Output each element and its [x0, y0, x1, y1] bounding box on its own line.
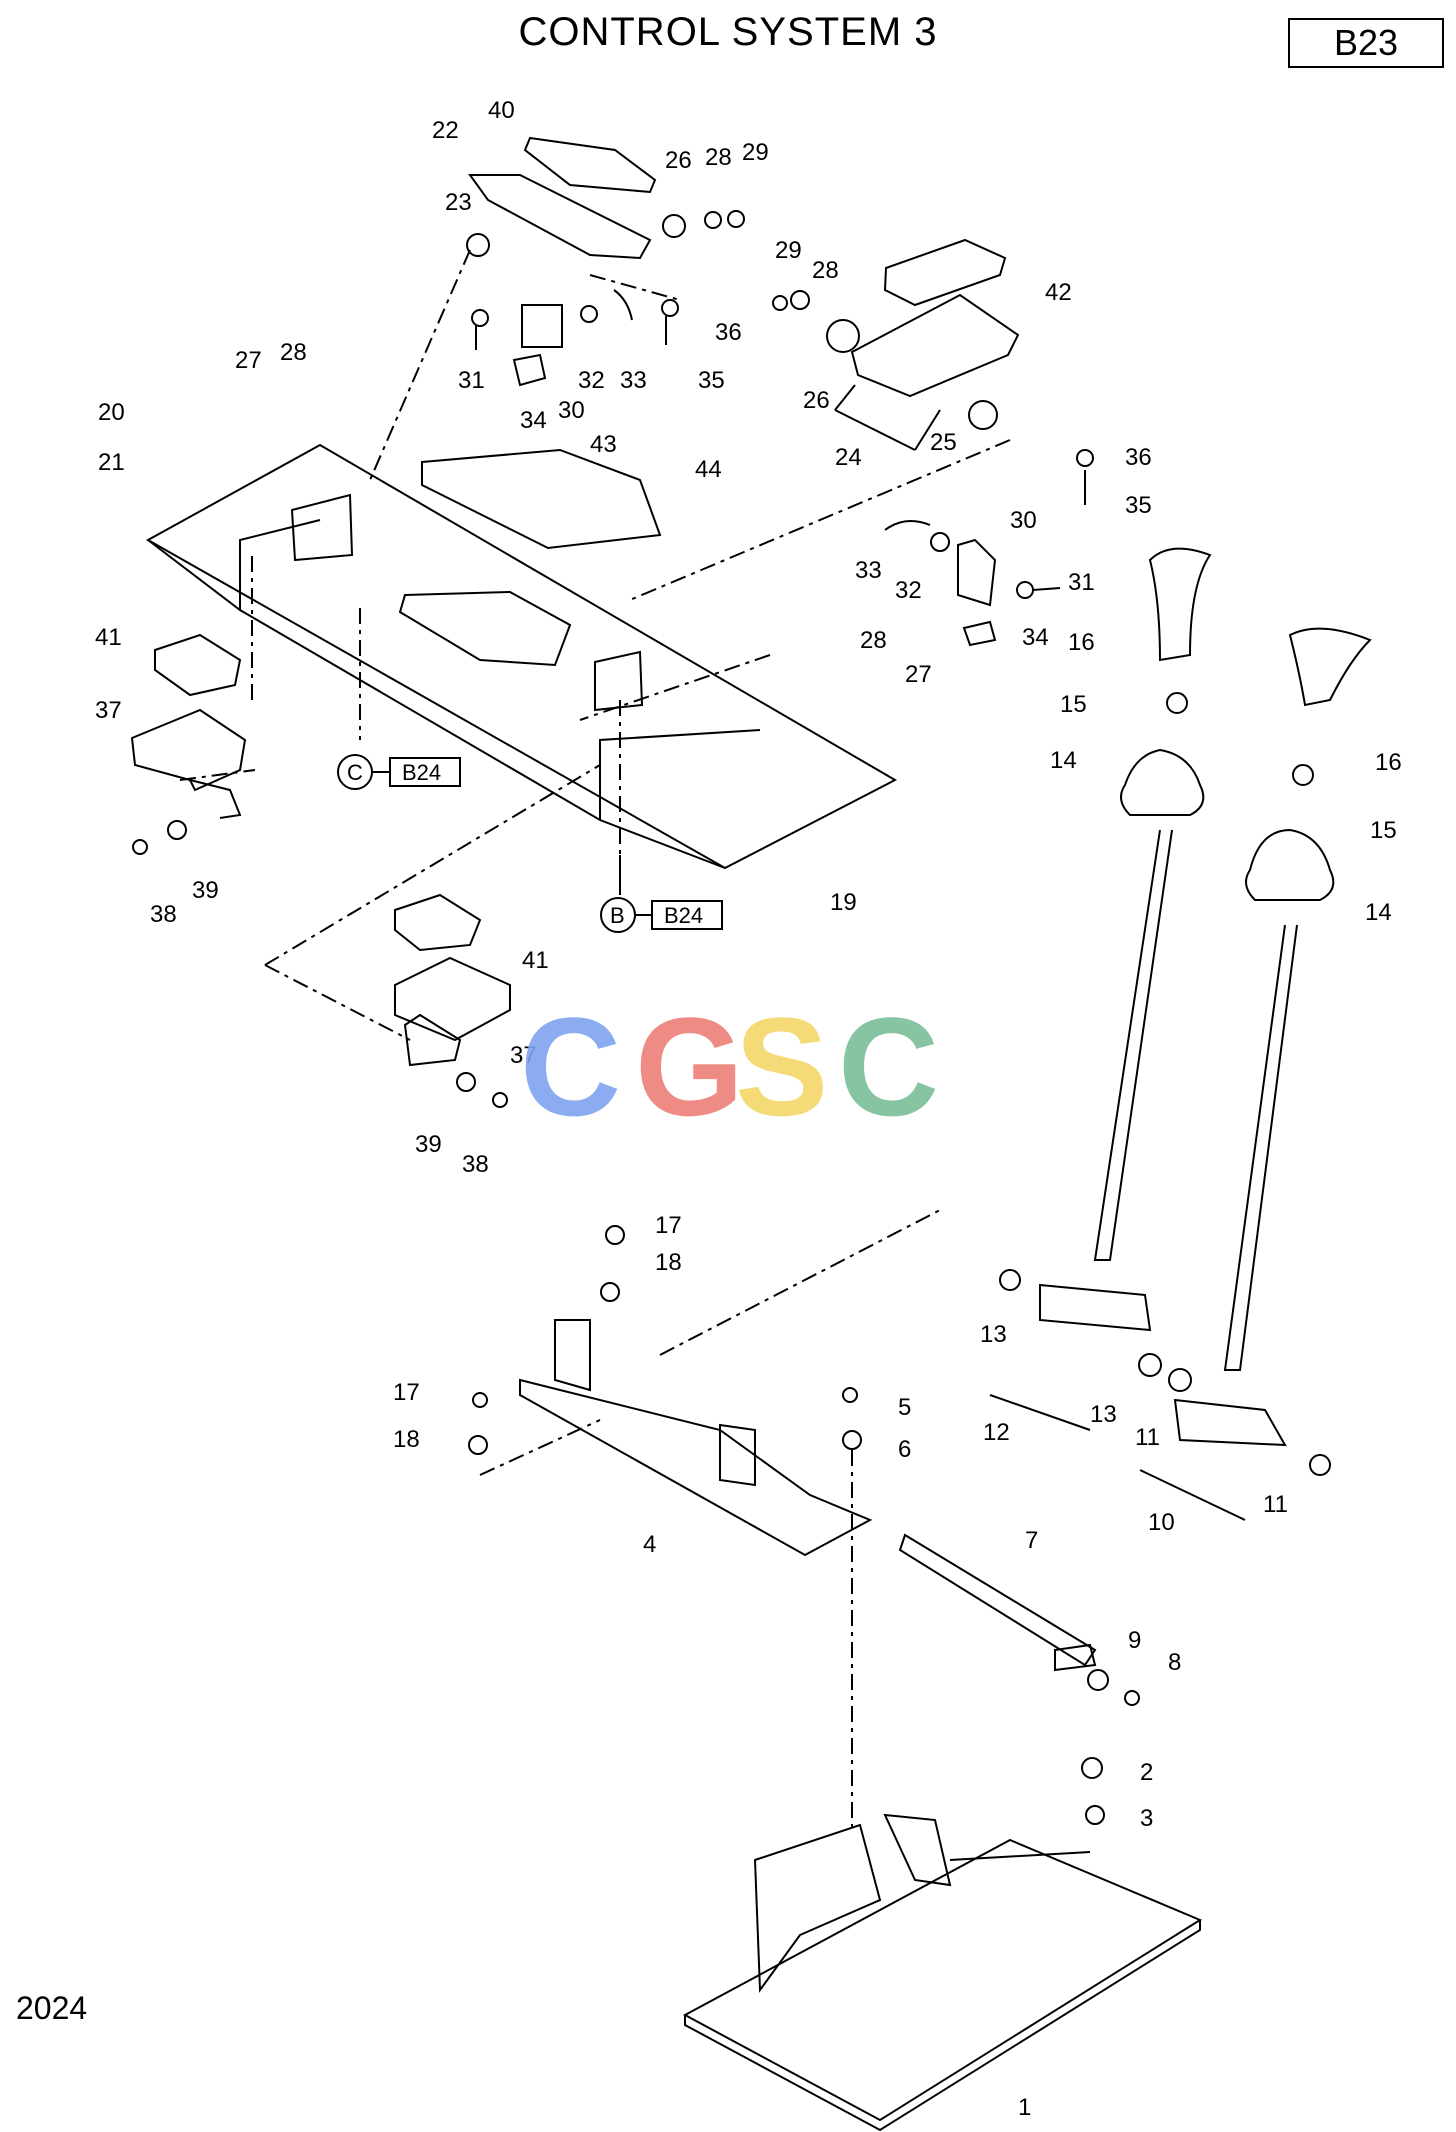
- callout: 11: [1135, 1424, 1160, 1451]
- reference-marker-c[interactable]: C B24: [337, 754, 461, 790]
- callout: 28: [860, 627, 887, 654]
- watermark-letter: C: [520, 988, 621, 1145]
- callout: 42: [1045, 279, 1072, 306]
- callout: 36: [715, 319, 742, 346]
- callout: 14: [1365, 899, 1392, 926]
- callout: 21: [98, 449, 125, 476]
- callout: 34: [520, 407, 547, 434]
- callout: 15: [1370, 817, 1397, 844]
- callout: 32: [578, 367, 605, 394]
- callout: 38: [462, 1151, 489, 1178]
- callout: 44: [695, 456, 722, 483]
- callout: 37: [95, 697, 122, 724]
- callout: 3: [1140, 1805, 1153, 1832]
- reference-page: B24: [664, 903, 703, 928]
- callout: 24: [835, 444, 862, 471]
- callout: 33: [620, 367, 647, 394]
- callout: 16: [1375, 749, 1402, 776]
- panel-top-plate: [145, 443, 898, 870]
- callout: 18: [393, 1426, 420, 1453]
- watermark-logo: C G S C: [520, 988, 939, 1145]
- reference-letter: B: [610, 903, 625, 928]
- callout: 26: [803, 387, 830, 414]
- callout: 23: [445, 189, 472, 216]
- callout: 19: [830, 889, 857, 916]
- callout: 33: [855, 557, 882, 584]
- callout: 32: [895, 577, 922, 604]
- page-title: CONTROL SYSTEM 3: [518, 10, 938, 54]
- callout: 22: [432, 117, 459, 144]
- callout: 20: [98, 399, 125, 426]
- callout: 17: [393, 1379, 420, 1406]
- callout: 31: [1068, 569, 1095, 596]
- callout: 37: [510, 1042, 537, 1069]
- callout: 13: [1090, 1401, 1117, 1428]
- callout: 17: [655, 1212, 682, 1239]
- callout: 28: [812, 257, 839, 284]
- callout: 38: [150, 901, 177, 928]
- callout: 41: [522, 947, 549, 974]
- callout: 26: [665, 147, 692, 174]
- callout: 28: [705, 144, 732, 171]
- callout: 16: [1068, 629, 1095, 656]
- callout-labels: 40 22 26 28 29 23 29 28 42 36 35 31 32 3…: [95, 97, 1402, 2121]
- callout: 35: [1125, 492, 1152, 519]
- callout: 28: [280, 339, 307, 366]
- callout: 25: [930, 429, 957, 456]
- callout: 2: [1140, 1759, 1153, 1786]
- callout: 18: [655, 1249, 682, 1276]
- reference-page: B24: [402, 760, 441, 785]
- callout: 29: [742, 139, 769, 166]
- callout: 41: [95, 624, 122, 651]
- callout: 39: [192, 877, 219, 904]
- watermark-letter: S: [735, 988, 828, 1145]
- callout: 27: [235, 347, 262, 374]
- callout: 27: [905, 661, 932, 688]
- callout: 43: [590, 431, 617, 458]
- callout: 6: [898, 1436, 911, 1463]
- callout: 13: [980, 1321, 1007, 1348]
- page-code-box: B23: [1288, 18, 1444, 68]
- callout: 9: [1128, 1627, 1141, 1654]
- callout: 30: [558, 397, 585, 424]
- reference-letter: C: [347, 760, 363, 785]
- callout: 34: [1022, 624, 1049, 651]
- callout: 39: [415, 1131, 442, 1158]
- callout: 5: [898, 1394, 911, 1421]
- callout: 35: [698, 367, 725, 394]
- callout: 8: [1168, 1649, 1181, 1676]
- callout: 36: [1125, 444, 1152, 471]
- callout: 15: [1060, 691, 1087, 718]
- callout: 4: [643, 1531, 656, 1558]
- callout: 40: [488, 97, 515, 124]
- callout: 11: [1263, 1491, 1288, 1518]
- watermark-letter: C: [838, 988, 939, 1145]
- callout: 1: [1018, 2094, 1031, 2121]
- callout: 30: [1010, 507, 1037, 534]
- watermark-letter: G: [635, 988, 744, 1145]
- callout: 31: [458, 367, 485, 394]
- callout: 29: [775, 237, 802, 264]
- callout: 12: [983, 1419, 1010, 1446]
- callout: 7: [1025, 1527, 1038, 1554]
- year-label: 2024: [16, 1990, 88, 2026]
- callout: 10: [1148, 1509, 1175, 1536]
- callout: 14: [1050, 747, 1077, 774]
- reference-marker-b[interactable]: B B24: [600, 897, 723, 933]
